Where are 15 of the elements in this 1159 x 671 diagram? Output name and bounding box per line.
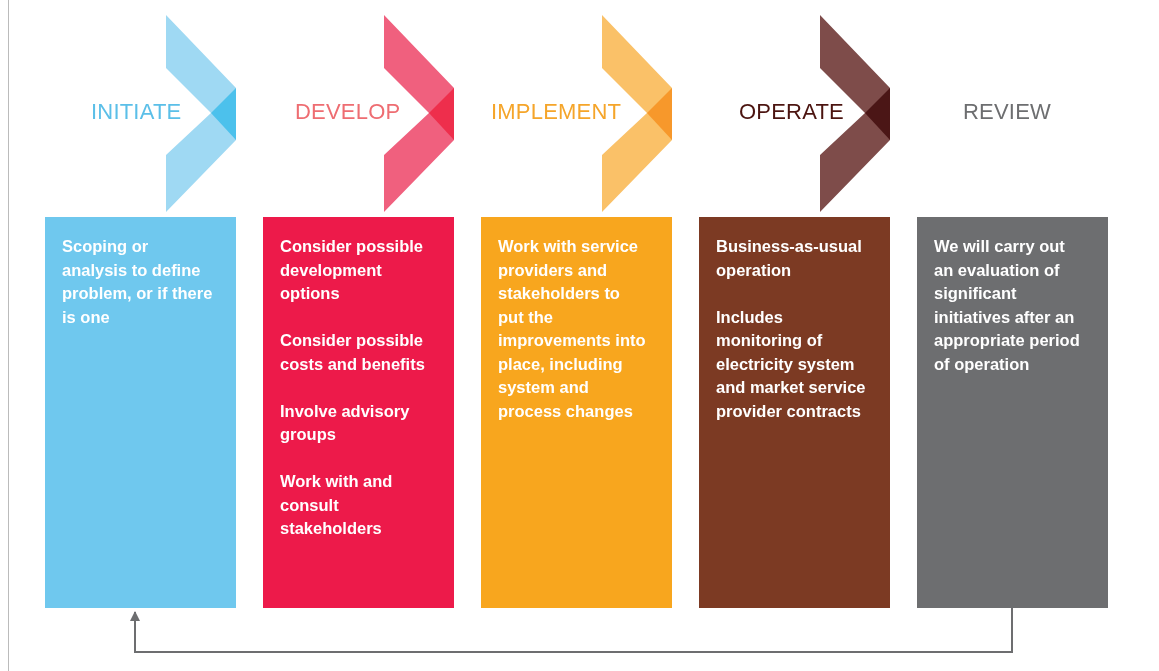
- stage-heading: DEVELOP: [295, 99, 401, 125]
- stage-description: Business-as-usual operation: [716, 236, 863, 281]
- feedback-arrow: [130, 607, 1013, 653]
- stage-description: We will carry out an evaluation of significant initiatives after an appropriate period of operation: [934, 236, 1081, 375]
- stage-description: Work with and consult stakeholders: [280, 471, 394, 539]
- stage-description: Involve advisory groups: [280, 400, 411, 445]
- stage-description: Includes monitoring of electricity system and market service provider contracts: [716, 306, 867, 422]
- stage-description: Consider possible development options: [280, 236, 425, 304]
- stage-description: Work with service providers and stakeholders to put the improvements into place, including system and process changes: [498, 236, 647, 422]
- stage-heading: OPERATE: [739, 99, 844, 125]
- stage-heading: IMPLEMENT: [491, 99, 622, 125]
- stage-heading: INITIATE: [91, 99, 182, 125]
- stage-description: Scoping or analysis to define problem, or if there is one: [62, 236, 214, 328]
- stage-description: Consider possible costs and benefits: [280, 330, 426, 375]
- stage-heading: REVIEW: [963, 99, 1051, 125]
